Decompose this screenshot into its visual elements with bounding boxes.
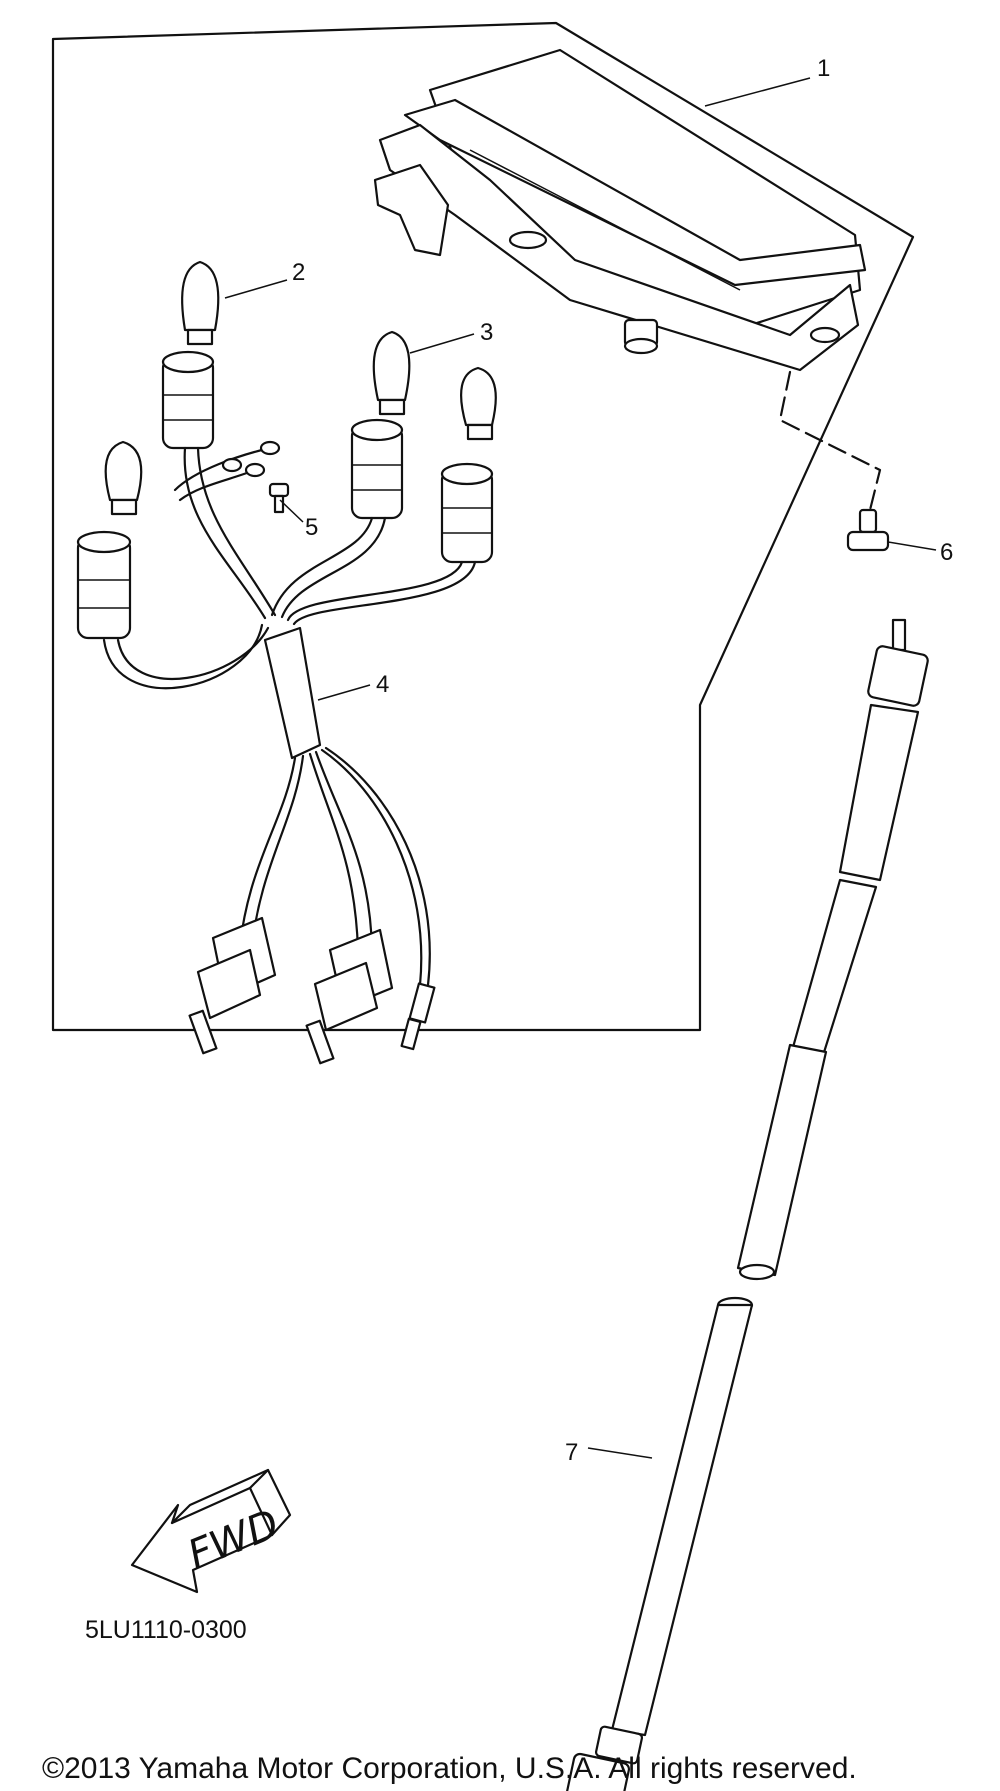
connector-left [188, 916, 277, 1055]
callout-5: 5 [305, 514, 318, 541]
bulb-2 [181, 260, 220, 346]
fwd-arrow-icon: FWD [130, 1468, 292, 1594]
connector-center [305, 928, 394, 1065]
speedometer-cable [561, 618, 929, 1791]
callout-7: 7 [565, 1439, 578, 1466]
socket-left [76, 530, 132, 640]
bullet-connector [400, 982, 436, 1051]
socket-3b [440, 462, 494, 564]
leader-lines [224, 77, 937, 1459]
assembly-frame [51, 21, 915, 1032]
bulb-left [104, 440, 143, 516]
callout-3: 3 [480, 319, 493, 346]
copyright-text: ©2013 Yamaha Motor Corporation, U.S.A. A… [42, 1752, 857, 1785]
wire-harness [102, 440, 477, 987]
drawing-code: 5LU1110-0300 [85, 1616, 247, 1644]
callout-2: 2 [292, 259, 305, 286]
bulb-3 [372, 330, 411, 416]
socket-2 [161, 350, 215, 450]
socket-3 [350, 418, 404, 520]
callout-1: 1 [817, 55, 830, 82]
screw-5 [268, 482, 290, 514]
callout-4: 4 [376, 671, 389, 698]
bulb-3b [460, 366, 497, 441]
meter-assembly [373, 48, 867, 372]
callout-6: 6 [940, 539, 953, 566]
screw-6 [778, 370, 890, 552]
